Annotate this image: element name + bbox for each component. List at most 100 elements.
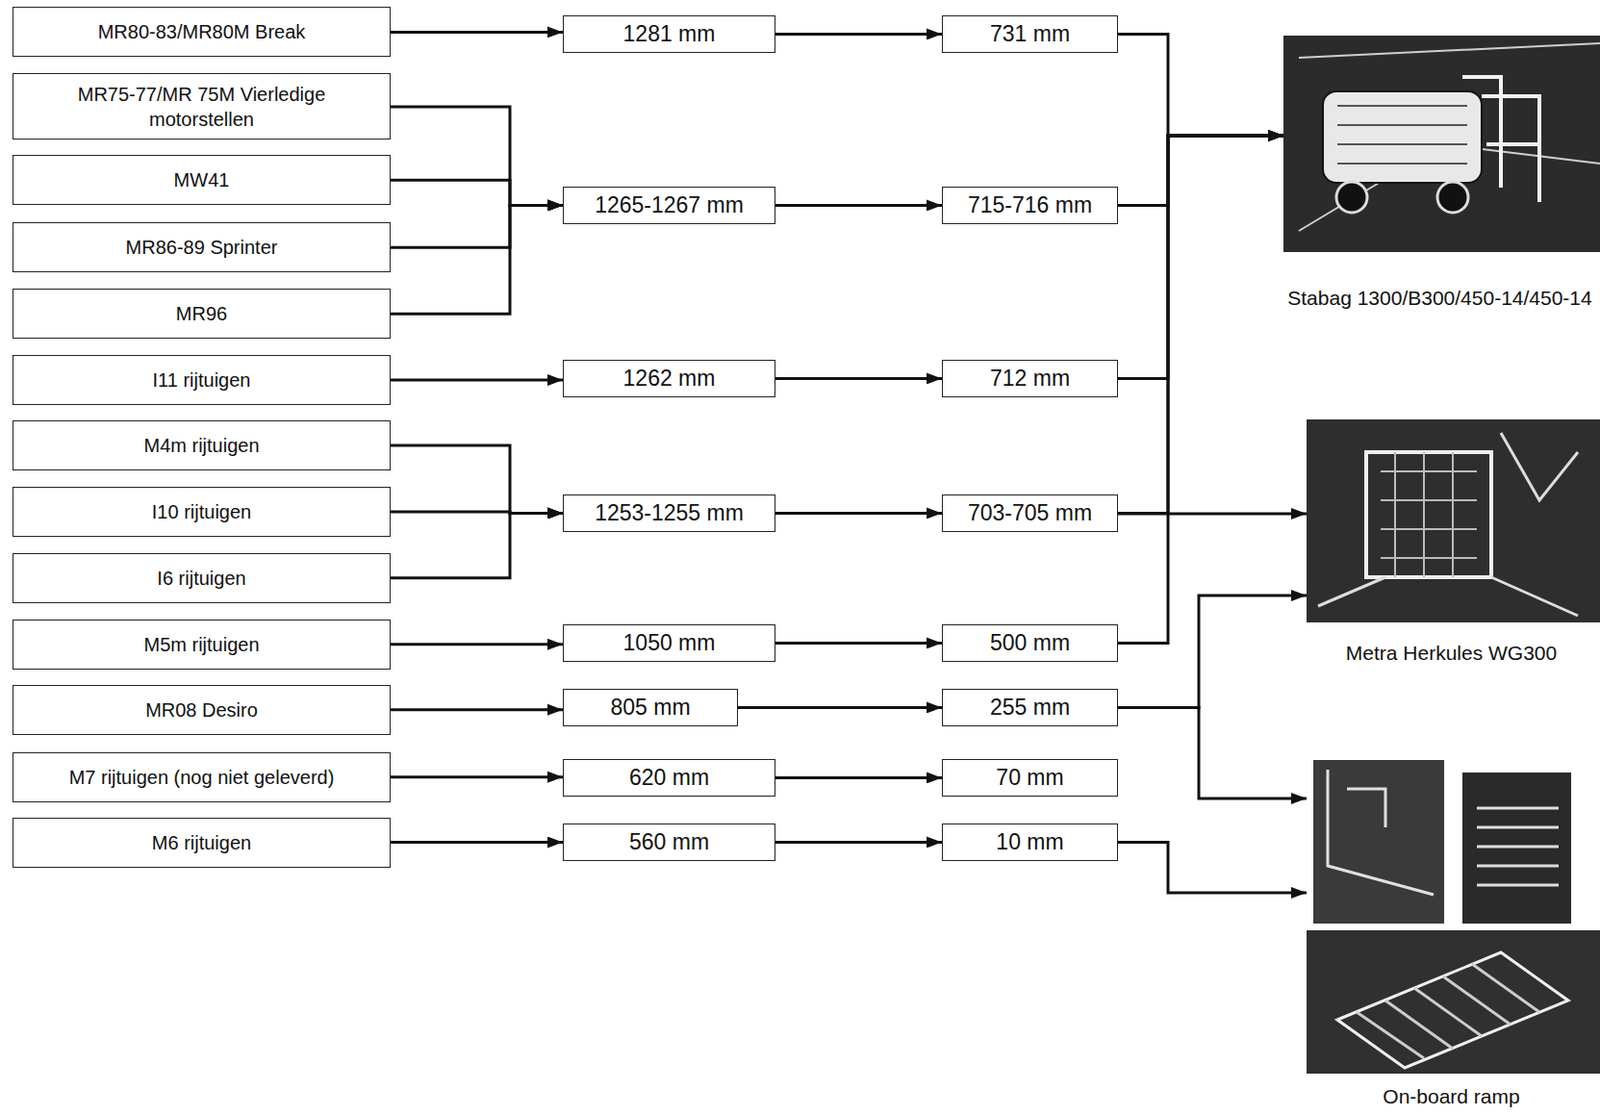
height-box: 703-705 mm <box>941 494 1118 534</box>
box-label: I6 rijtuigen <box>156 565 246 591</box>
connector-arrow <box>390 106 563 206</box>
box-label: M7 rijtuigen (nog niet geleverd) <box>69 764 335 790</box>
height-box: 1253-1255 mm <box>562 494 776 534</box>
connector-arrow <box>390 204 563 314</box>
connector-arrow <box>775 377 942 381</box>
vehicle-box: I6 rijtuigen <box>12 553 391 604</box>
box-label: I11 rijtuigen <box>152 367 252 393</box>
photo-ground <box>1462 772 1572 924</box>
vehicle-box: MW41 <box>12 154 391 205</box>
ramp-photos <box>1306 760 1600 1074</box>
height-box: 560 mm <box>562 823 776 863</box>
connector-arrow <box>390 775 563 779</box>
box-label: MR96 <box>176 301 228 327</box>
height-box: 805 mm <box>562 688 738 728</box>
connector-arrow <box>775 511 942 515</box>
height-box: 1265-1267 mm <box>562 186 776 226</box>
box-label: 500 mm <box>990 629 1070 659</box>
connector-arrow <box>390 379 563 382</box>
height-box: 1281 mm <box>562 15 776 54</box>
photo-detail <box>1298 43 1600 231</box>
box-label: MR80-83/MR80M Break <box>98 19 306 45</box>
photo-caption: Metra Herkules WG300 <box>1343 639 1560 666</box>
ramp-plate <box>1337 952 1569 1068</box>
box-label: M5m rijtuigen <box>143 632 259 658</box>
connector-arrow <box>737 706 942 710</box>
connector-arrow <box>1117 135 1284 643</box>
connector-arrow <box>1117 595 1307 708</box>
box-label: 1262 mm <box>623 364 716 394</box>
photo-detail <box>1318 432 1578 616</box>
vehicle-box: M7 rijtuigen (nog niet geleverd) <box>12 752 391 803</box>
height-box: 255 mm <box>941 688 1118 728</box>
photo-ground <box>1306 930 1600 1074</box>
connector-arrow <box>390 512 563 578</box>
box-label: 1281 mm <box>623 20 716 50</box>
vehicle-box: MR86-89 Sprinter <box>12 222 391 273</box>
vehicle-box: MR75-77/MR 75M Vierledige motorstellen <box>12 73 391 140</box>
machine-wheel <box>1437 181 1469 213</box>
photo-detail <box>1327 769 1434 895</box>
height-box: 70 mm <box>941 759 1118 798</box>
connector-arrow <box>1117 135 1284 513</box>
box-label: 1265-1267 mm <box>594 191 744 221</box>
equipment-photo: On-board ramp <box>1306 760 1597 1110</box>
machine-wheel <box>1336 181 1368 213</box>
connector-arrow <box>390 204 563 248</box>
lift-frame <box>1366 452 1492 578</box>
vehicle-box: M6 rijtuigen <box>12 817 391 868</box>
box-label: 1253-1255 mm <box>594 499 744 529</box>
machine-frame <box>1462 76 1540 203</box>
box-label: MR75-77/MR 75M Vierledige motorstellen <box>23 81 381 132</box>
box-label: 715-716 mm <box>967 191 1093 221</box>
height-box: 500 mm <box>941 624 1118 663</box>
photo-ground <box>1306 419 1600 623</box>
connector-arrow <box>775 203 942 207</box>
box-label: 560 mm <box>629 828 710 858</box>
connector-arrow <box>1117 135 1284 205</box>
connector-arrow <box>775 32 942 36</box>
stabag-photo <box>1283 35 1600 253</box>
box-label: MR86-89 Sprinter <box>126 234 279 260</box>
height-box: 712 mm <box>941 359 1118 399</box>
connector-arrow <box>1117 707 1307 799</box>
connector-arrow <box>390 708 563 712</box>
box-label: M6 rijtuigen <box>152 830 252 856</box>
box-label: 255 mm <box>990 693 1070 723</box>
vehicle-box: I10 rijtuigen <box>12 486 391 537</box>
height-box: 1262 mm <box>562 359 776 399</box>
box-label: 620 mm <box>629 763 710 793</box>
lift-grid <box>1380 452 1477 578</box>
box-label: 731 mm <box>990 20 1070 50</box>
connector-arrow <box>1117 512 1307 516</box>
connector-arrow <box>1117 135 1284 379</box>
connector-arrow <box>775 641 942 645</box>
box-label: 1050 mm <box>623 629 716 659</box>
box-label: 10 mm <box>995 828 1064 858</box>
box-label: I10 rijtuigen <box>152 499 252 525</box>
height-box: 1050 mm <box>562 624 776 663</box>
photo-ground <box>1283 35 1600 253</box>
metra-photo <box>1306 419 1600 623</box>
connector-arrow <box>390 30 563 34</box>
box-label: 70 mm <box>995 763 1064 793</box>
box-label: M4m rijtuigen <box>143 432 259 458</box>
machine-body <box>1322 91 1482 183</box>
box-label: 703-705 mm <box>967 499 1093 529</box>
height-box: 620 mm <box>562 759 776 798</box>
box-label: MR08 Desiro <box>145 697 258 723</box>
vehicle-box: M5m rijtuigen <box>12 619 391 670</box>
connector-arrow <box>1117 841 1307 893</box>
equipment-photo: Stabag 1300/B300/450-14/450-14 <box>1283 35 1597 311</box>
connector-arrow <box>775 776 942 780</box>
ramp-slats <box>1356 964 1540 1059</box>
connector-arrow <box>390 840 563 844</box>
equipment-photo: Metra Herkules WG300 <box>1306 419 1597 666</box>
ramp-slats <box>1476 808 1559 886</box>
photo-caption: On-board ramp <box>1379 1083 1523 1110</box>
vehicle-box: MR08 Desiro <box>12 685 391 736</box>
height-box: 10 mm <box>941 823 1118 863</box>
box-label: 805 mm <box>609 693 690 723</box>
photo-ground <box>1313 760 1445 924</box>
